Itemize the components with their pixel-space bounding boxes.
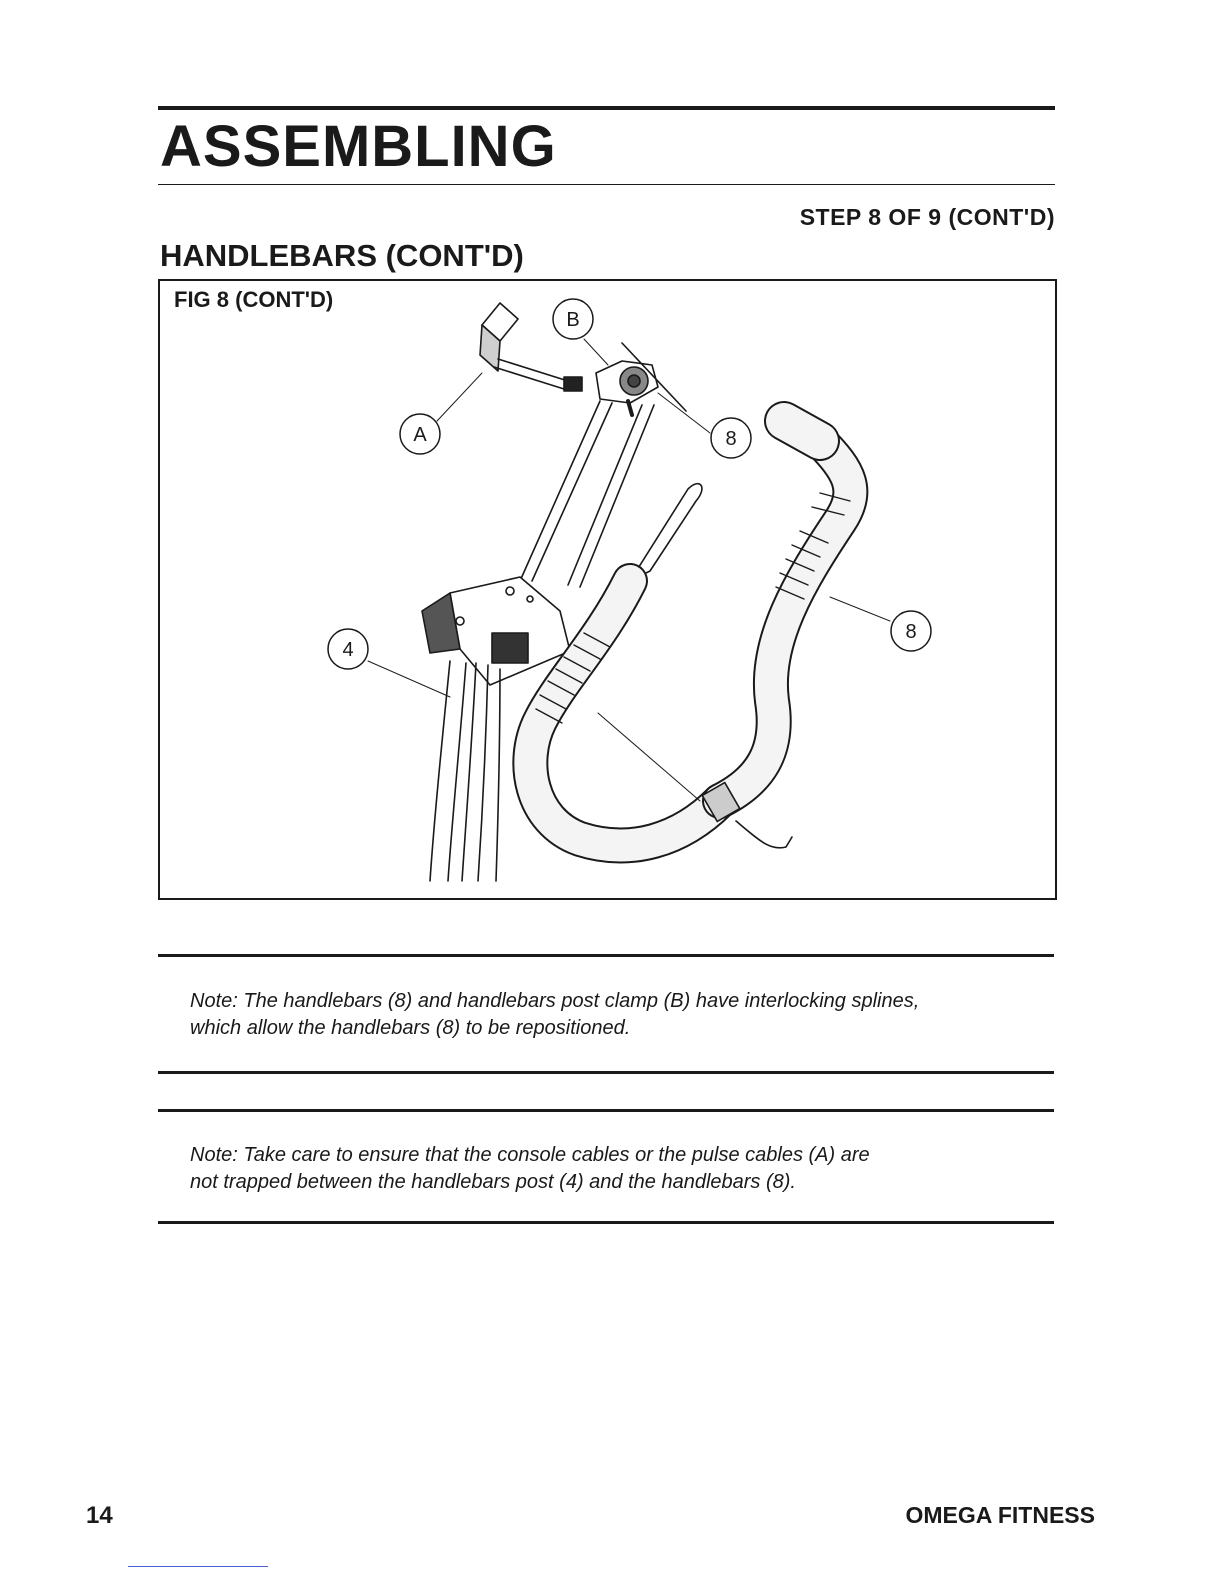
note-1: Note: The handlebars (8) and handlebars … bbox=[190, 988, 1030, 1042]
section-title: HANDLEBARS (CONT'D) bbox=[160, 238, 524, 273]
callout-8-top-circle bbox=[710, 417, 752, 459]
step-label: STEP 8 OF 9 (CONT'D) bbox=[799, 204, 1055, 230]
callout-8-side-label: 8 bbox=[905, 621, 916, 643]
tool-illustration bbox=[479, 302, 583, 392]
callout-a-label: A bbox=[413, 424, 427, 446]
note-2: Note: Take care to ensure that the conso… bbox=[190, 1142, 1030, 1196]
figure-box: A B 8 8 4 FIG 8 (CONT'D) bbox=[158, 279, 1057, 900]
note-1-line-1: Note: The handlebars (8) and handlebars … bbox=[190, 990, 920, 1012]
post-bracket-illustration bbox=[421, 576, 571, 686]
post-clamp-illustration bbox=[595, 342, 687, 417]
brand-name: OMEGA FITNESS bbox=[905, 1502, 1095, 1528]
callout-4-label: 4 bbox=[342, 639, 353, 661]
note-2-line-2: not trapped between the handlebars post … bbox=[190, 1171, 796, 1193]
note-2-top-rule bbox=[158, 1109, 1054, 1112]
handlebar-post-illustration bbox=[429, 660, 501, 882]
page-number: 14 bbox=[86, 1502, 113, 1529]
handlebars-illustration bbox=[512, 401, 869, 864]
callout-a-circle bbox=[399, 413, 441, 455]
callout-4-circle bbox=[327, 628, 369, 670]
callout-b-label: B bbox=[566, 309, 579, 331]
page-title: ASSEMBLING bbox=[160, 114, 557, 179]
callout-b-circle bbox=[552, 298, 594, 340]
note-1-bottom-rule bbox=[158, 1071, 1054, 1074]
assembly-illustration: A B 8 8 4 bbox=[327, 298, 932, 882]
note-1-line-2: which allow the handlebars (8) to be rep… bbox=[190, 1017, 631, 1039]
callout-8-top-label: 8 bbox=[725, 428, 736, 450]
link-underline[interactable] bbox=[128, 1566, 268, 1567]
callout-8-side-circle bbox=[890, 610, 932, 652]
top-rule bbox=[158, 106, 1055, 110]
note-2-line-1: Note: Take care to ensure that the conso… bbox=[190, 1144, 870, 1166]
title-underline bbox=[158, 184, 1055, 185]
figure-caption: FIG 8 (CONT'D) bbox=[174, 287, 334, 312]
note-1-top-rule bbox=[158, 954, 1054, 957]
note-2-bottom-rule bbox=[158, 1221, 1054, 1224]
